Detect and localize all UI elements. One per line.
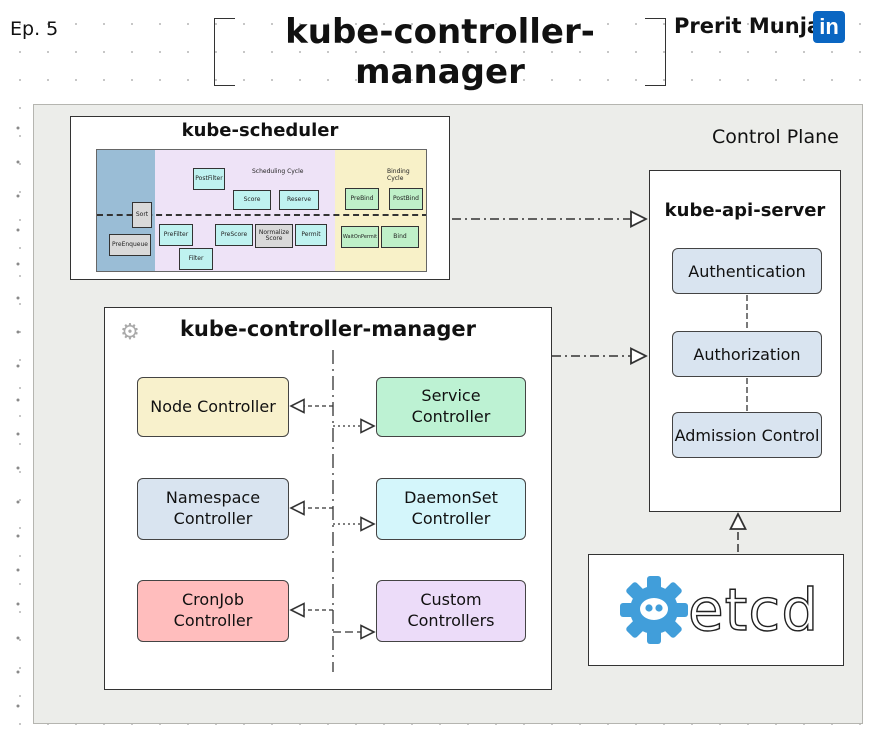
stage-permit: Permit [295,224,327,246]
stage-pre-score: PreScore [215,224,253,246]
scheduling-cycle-label: Scheduling Cycle [252,168,304,175]
binding-cycle-label: Binding Cycle [387,168,410,182]
daemonset-controller: DaemonSet Controller [376,478,526,540]
scheduler-title: kube-scheduler [181,119,339,141]
custom-controllers: Custom Controllers [376,580,526,642]
cronjob-controller: CronJob Controller [137,580,289,642]
authorization-step: Authorization [672,331,822,377]
stage-bind: Bind [381,226,419,248]
stage-pre-bind: PreBind [345,188,379,210]
author-name: Prerit Munjal [674,14,829,38]
stage-pre-enqueue: PreEnqueue [109,234,151,256]
stage-pre-filter: PreFilter [159,224,193,246]
etcd-wordmark: etcd [687,575,820,644]
gear-icon: ⚙ [120,319,140,345]
stage-filter: Filter [179,248,213,270]
title-frame [214,18,666,86]
authentication-step: Authentication [672,248,822,294]
binding-cycle-panel [335,150,426,271]
stage-score: Score [233,190,271,210]
stage-post-filter: PostFilter [193,168,225,190]
api-server-title: kube-api-server [664,199,826,221]
stage-normalize-score: Normalize Score [255,224,293,248]
episode-label: Ep. 5 [10,18,59,40]
scheduler-framework-diagram: Scheduling Cycle Binding Cycle Sort PreE… [96,149,427,272]
stage-sort: Sort [132,202,152,228]
etcd-logo-icon [620,576,688,644]
stage-reserve: Reserve [279,190,319,210]
controller-manager-title: kube-controller-manager [179,317,477,341]
node-controller: Node Controller [137,377,289,437]
margin-dots [16,126,20,708]
admission-control-step: Admission Control [672,412,822,458]
linkedin-icon[interactable]: in [813,11,845,43]
control-plane-label: Control Plane [712,126,839,148]
stage-wait-on-permit: WaitOnPermit [341,226,379,248]
stage-post-bind: PostBind [389,188,423,210]
service-controller: Service Controller [376,377,526,437]
namespace-controller: Namespace Controller [137,478,289,540]
